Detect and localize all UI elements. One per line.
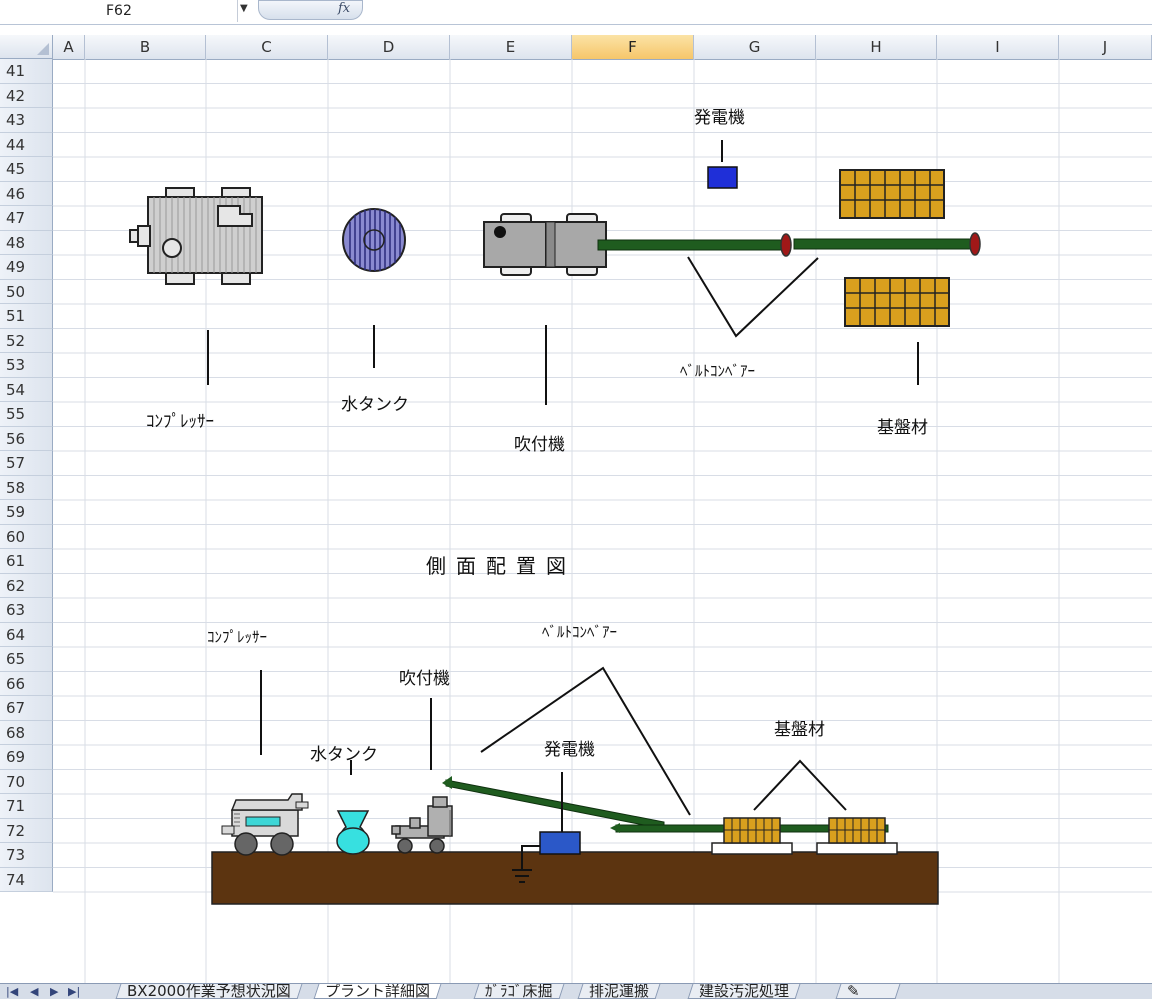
row-header-69[interactable]: 69 — [0, 745, 53, 770]
column-header-i[interactable]: I — [937, 35, 1059, 59]
row-header-52[interactable]: 52 — [0, 328, 53, 353]
row-header-43[interactable]: 43 — [0, 108, 53, 133]
row-header-45[interactable]: 45 — [0, 157, 53, 182]
row-header-61[interactable]: 61 — [0, 549, 53, 574]
sheet-tab-sludge-treatment[interactable]: 建設汚泥処理 — [687, 984, 801, 999]
column-header-a[interactable]: A — [53, 35, 85, 59]
sheet-tab-garago[interactable]: ｶﾞﾗｺﾞ床掘 — [473, 984, 564, 999]
side-layout-title: 側面配置図 — [426, 554, 576, 578]
column-header-e[interactable]: E — [450, 35, 572, 59]
column-header-h[interactable]: H — [816, 35, 937, 59]
worksheet-grid[interactable] — [53, 59, 1152, 983]
row-header-64[interactable]: 64 — [0, 622, 53, 647]
row-header-68[interactable]: 68 — [0, 720, 53, 745]
column-header-d[interactable]: D — [328, 35, 450, 59]
column-header-g[interactable]: G — [694, 35, 816, 59]
compressor-plan-label: ｺﾝﾌﾟﾚｯｻｰ — [146, 412, 214, 432]
column-header-f[interactable]: F — [572, 35, 694, 59]
compressor-side-label: ｺﾝﾌﾟﾚｯｻｰ — [207, 628, 268, 646]
row-header-58[interactable]: 58 — [0, 475, 53, 500]
generator-plan-label: 発電機 — [694, 108, 745, 128]
sprayer-side-label: 吹付機 — [399, 669, 450, 689]
formula-expand-button[interactable] — [258, 0, 363, 20]
chevron-down-icon[interactable]: ▼ — [240, 3, 248, 14]
base-material-side-label: 基盤材 — [774, 720, 825, 740]
row-header-44[interactable]: 44 — [0, 132, 53, 157]
row-header-62[interactable]: 62 — [0, 573, 53, 598]
sprayer-plan-label: 吹付機 — [514, 435, 565, 455]
row-header-55[interactable]: 55 — [0, 402, 53, 427]
row-header-56[interactable]: 56 — [0, 426, 53, 451]
formula-bar: F62 ▼ fx — [0, 0, 1152, 25]
row-header-70[interactable]: 70 — [0, 769, 53, 794]
row-header-54[interactable]: 54 — [0, 377, 53, 402]
row-header-66[interactable]: 66 — [0, 671, 53, 696]
prev-sheet-icon[interactable]: ◀ — [30, 985, 39, 998]
last-sheet-icon[interactable]: ▶| — [68, 985, 81, 998]
row-header-53[interactable]: 53 — [0, 353, 53, 378]
row-header-71[interactable]: 71 — [0, 794, 53, 819]
belt-conveyor-plan-label: ﾍﾞﾙﾄｺﾝﾍﾞｱｰ — [680, 362, 756, 380]
column-header-b[interactable]: B — [85, 35, 206, 59]
row-header-63[interactable]: 63 — [0, 598, 53, 623]
next-sheet-icon[interactable]: ▶ — [50, 985, 59, 998]
sheet-tab-plant-detail[interactable]: プラント詳細図 — [313, 984, 442, 999]
insert-sheet-icon[interactable]: ✎ — [835, 984, 901, 999]
row-header-74[interactable]: 74 — [0, 867, 53, 892]
row-header-48[interactable]: 48 — [0, 230, 53, 255]
row-header-57[interactable]: 57 — [0, 451, 53, 476]
column-header-c[interactable]: C — [206, 35, 328, 59]
row-header-67[interactable]: 67 — [0, 696, 53, 721]
row-header-73[interactable]: 73 — [0, 843, 53, 868]
select-all-button[interactable] — [0, 35, 53, 59]
sheet-tab-bar: |◀ ◀ ▶ ▶| BX2000作業予想状況図 プラント詳細図 ｶﾞﾗｺﾞ床掘 … — [0, 983, 1152, 999]
cell-gridlines — [53, 59, 1152, 983]
row-header-47[interactable]: 47 — [0, 206, 53, 231]
belt-conveyor-side-label: ﾍﾞﾙﾄｺﾝﾍﾞｱｰ — [542, 623, 618, 641]
row-header-50[interactable]: 50 — [0, 279, 53, 304]
water-tank-plan-label: 水タンク — [341, 395, 409, 415]
row-header-65[interactable]: 65 — [0, 647, 53, 672]
row-header-42[interactable]: 42 — [0, 83, 53, 108]
column-header-j[interactable]: J — [1059, 35, 1152, 59]
base-material-plan-label: 基盤材 — [877, 418, 928, 438]
row-header-46[interactable]: 46 — [0, 181, 53, 206]
row-header-72[interactable]: 72 — [0, 818, 53, 843]
fx-icon[interactable]: fx — [338, 1, 351, 16]
row-header-60[interactable]: 60 — [0, 524, 53, 549]
sheet-tab-bx2000[interactable]: BX2000作業予想状況図 — [115, 984, 303, 999]
row-header-41[interactable]: 41 — [0, 59, 53, 84]
row-header-49[interactable]: 49 — [0, 255, 53, 280]
row-header-59[interactable]: 59 — [0, 500, 53, 525]
name-box[interactable]: F62 — [28, 0, 238, 22]
first-sheet-icon[interactable]: |◀ — [6, 985, 19, 998]
water-tank-side-label: 水タンク — [310, 745, 378, 765]
row-header-51[interactable]: 51 — [0, 304, 53, 329]
generator-side-label: 発電機 — [544, 740, 595, 760]
sheet-tab-mud-transport[interactable]: 排泥運搬 — [577, 984, 661, 999]
